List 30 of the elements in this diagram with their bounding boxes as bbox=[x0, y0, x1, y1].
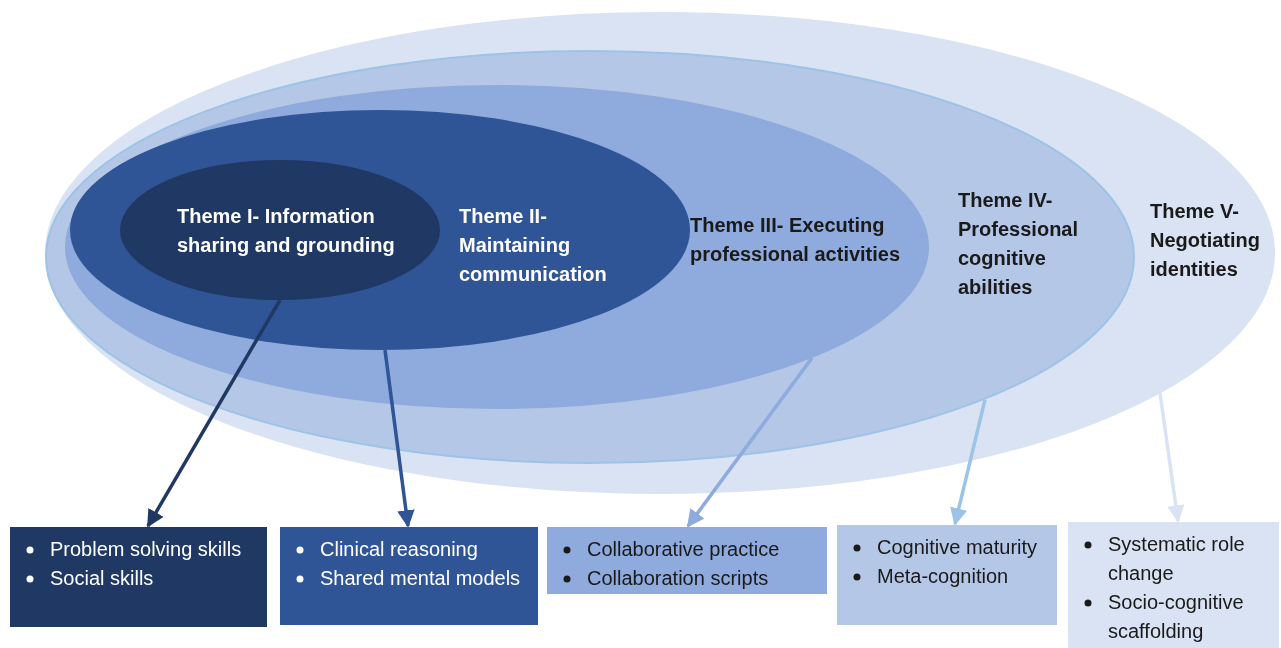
bullet-text: Systematic role change bbox=[1108, 533, 1245, 584]
theme-ellipse bbox=[65, 85, 929, 409]
theme-label: Theme III- Executing professional activities bbox=[690, 213, 902, 267]
bullet-text: Clinical reasoning bbox=[320, 538, 478, 560]
arrow bbox=[686, 356, 814, 528]
theme-ellipse bbox=[120, 160, 440, 300]
bullet-text: Cognitive maturity bbox=[877, 536, 1038, 558]
theme-ellipse bbox=[70, 110, 690, 350]
arrow bbox=[146, 299, 282, 528]
arrow bbox=[383, 349, 415, 528]
skill-box bbox=[1068, 522, 1279, 648]
bullet-text: Collaborative practice bbox=[587, 538, 780, 560]
theme-ellipse bbox=[45, 50, 1135, 464]
theme-label: Theme II- Maintaining communication bbox=[459, 204, 608, 287]
bullet-text: Socio-cognitive scaffolding bbox=[1108, 591, 1244, 642]
arrow bbox=[950, 399, 987, 526]
skill-box bbox=[547, 527, 827, 594]
skill-box bbox=[10, 527, 267, 627]
bullet-text: Shared mental models bbox=[320, 567, 521, 589]
theme-label: Theme IV- Professional cognitive abilities bbox=[958, 188, 1080, 300]
bullet-text: Collaboration scripts bbox=[587, 567, 769, 589]
theme-label: Theme V- Negotiating identities bbox=[1150, 199, 1261, 282]
theme-label: Theme I- Information sharing and grounding bbox=[177, 204, 396, 258]
bullet-text: Meta-cognition bbox=[877, 565, 1009, 587]
bullet-text: Social skills bbox=[50, 567, 154, 589]
bullet-text: Problem solving skills bbox=[50, 538, 242, 560]
theme-ellipse bbox=[45, 12, 1275, 494]
skill-box bbox=[280, 527, 538, 625]
arrow bbox=[1158, 393, 1185, 523]
skill-box bbox=[837, 525, 1057, 625]
